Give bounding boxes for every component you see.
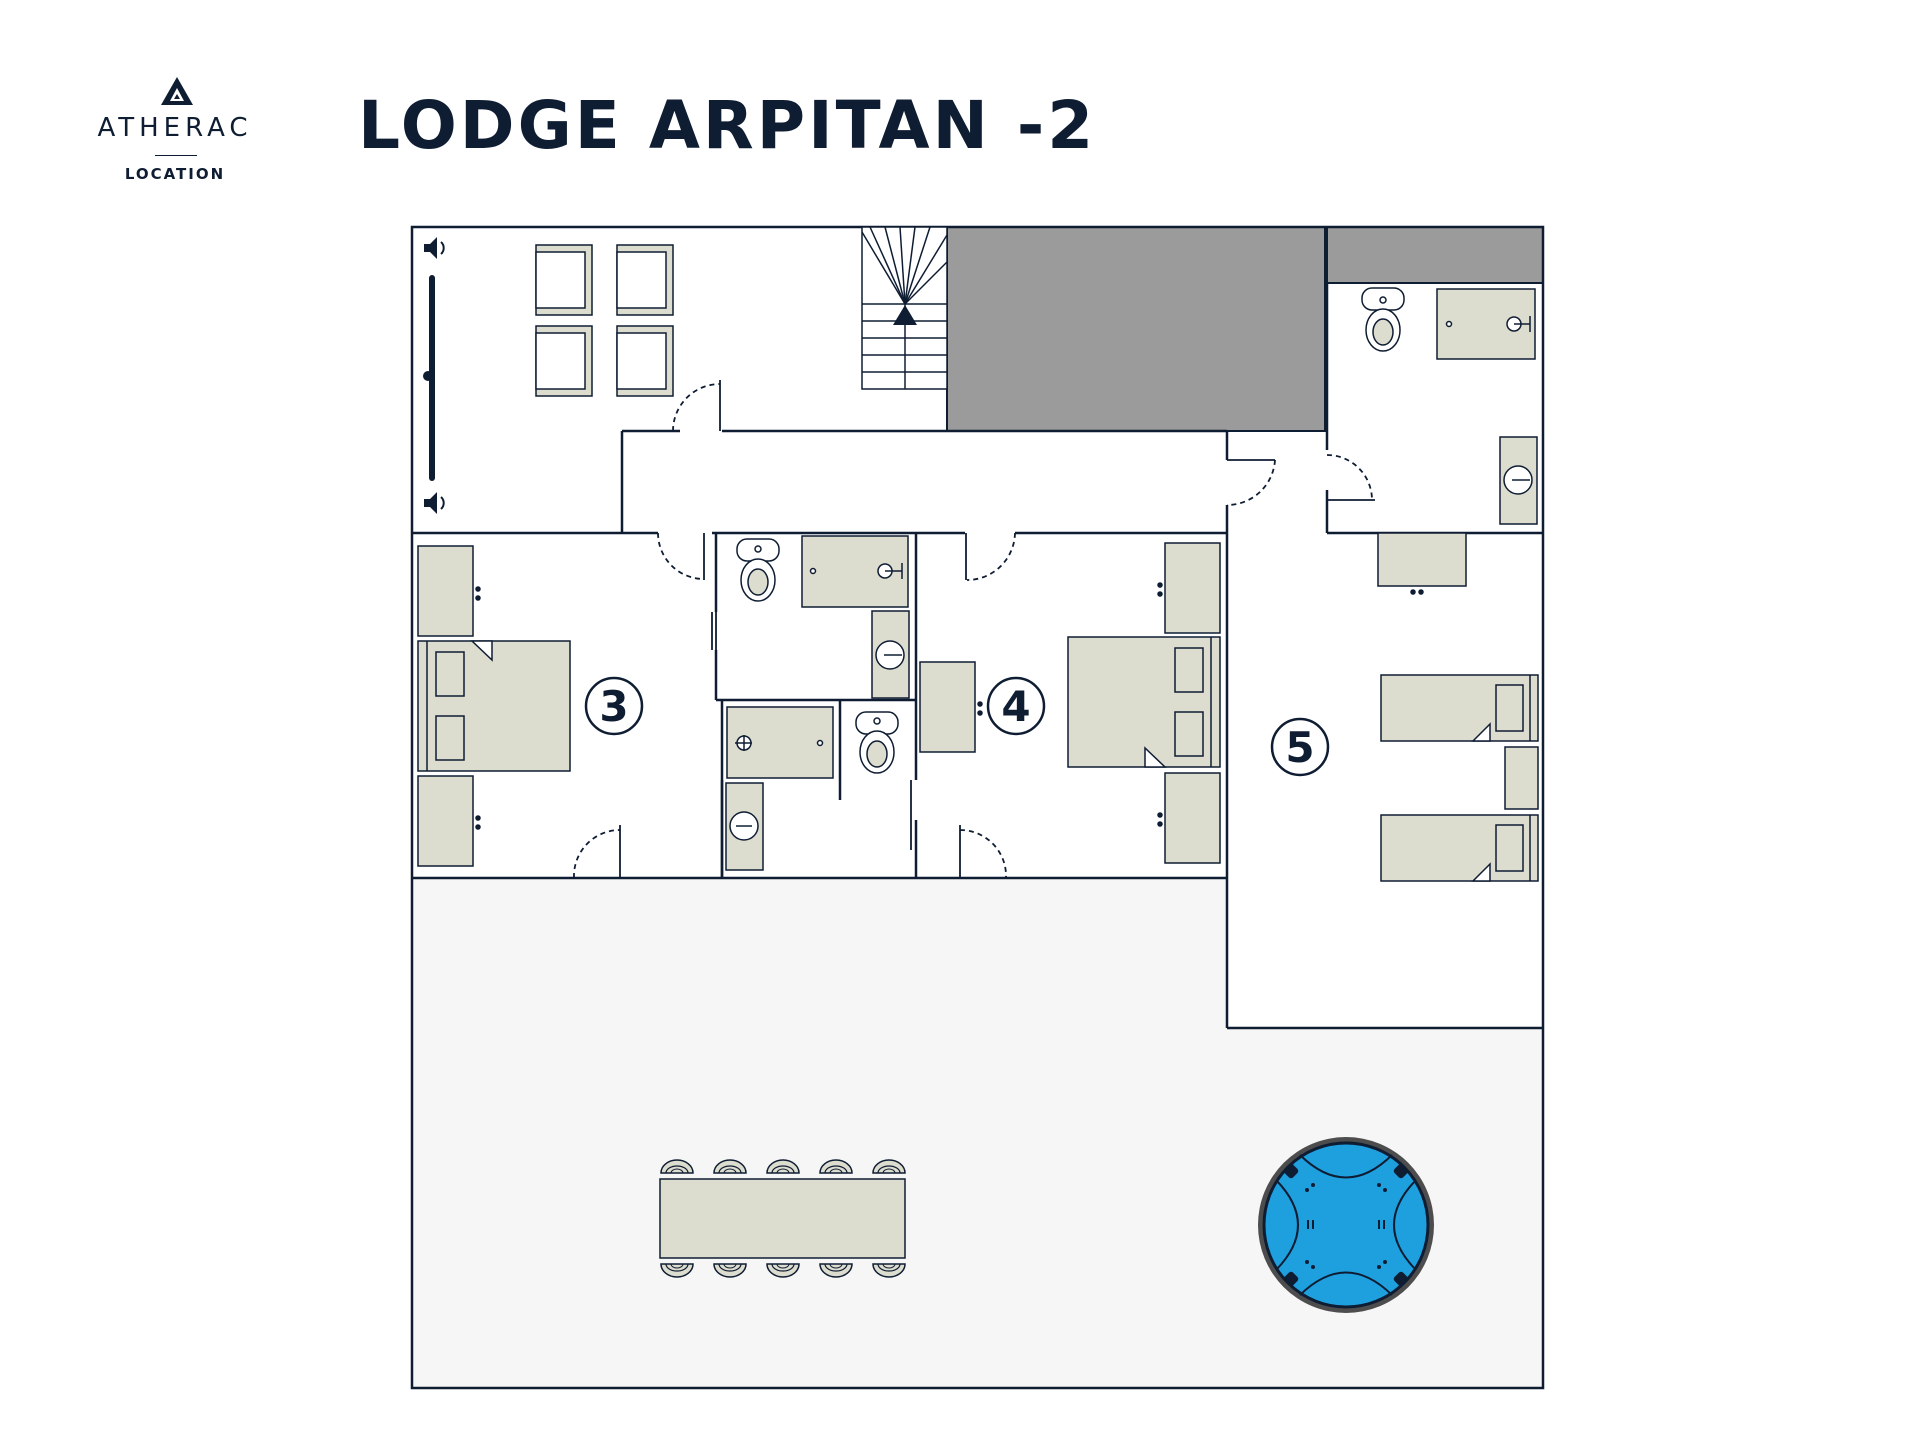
shower-icon [726,706,834,779]
sink-icon [871,610,910,699]
brand-divider [155,155,197,156]
bed-icon [1067,636,1221,768]
doors [573,380,1375,879]
bathroom-central-top [736,535,910,699]
tv-screen [423,275,435,481]
bed-icon [417,640,571,772]
sink-icon [725,782,764,871]
brand-subtitle: LOCATION [124,165,226,183]
page-title: LODGE ARPITAN -2 [358,87,1097,164]
armchair-icon [616,325,674,397]
room-4-furniture [919,542,1221,864]
brand-logo: ATHERAC LOCATION [80,75,270,195]
hot-tub-icon [1258,1137,1434,1313]
shower-icon [1436,288,1536,360]
toilet-icon [1361,287,1405,352]
toilet-icon [855,711,899,774]
bathroom-central-bottom [725,706,899,871]
room-badge-3: 3 [584,676,644,736]
room-5-furniture [1380,674,1539,882]
speaker-icon [424,237,445,259]
toilet-icon [736,538,780,602]
technical-area [946,226,1326,432]
dining-table [659,1159,906,1278]
room-3-furniture [417,545,571,867]
armchair-icon [535,325,593,397]
room-badge-5: 5 [1270,717,1330,777]
room-number-3: 3 [599,682,628,731]
sink-icon [1499,436,1538,525]
armchair-icon [535,244,593,316]
room-number-5: 5 [1285,723,1314,772]
bed-icon [1380,674,1539,742]
bathroom-top-right [1361,287,1538,595]
walls [410,225,1545,1390]
armchairs [535,244,674,397]
room-5-floor [1227,533,1543,1028]
speaker-icon [424,492,445,514]
shower-icon [801,535,909,608]
stairs-up-arrow-icon [893,305,917,325]
bed-icon [1380,814,1539,882]
room-badge-4: 4 [986,676,1046,736]
brand-name: ATHERAC [97,113,253,143]
logo-mountain-icon [161,77,193,105]
room-number-4: 4 [1001,682,1030,731]
armchair-icon [616,244,674,316]
technical-area-small [1326,226,1544,284]
